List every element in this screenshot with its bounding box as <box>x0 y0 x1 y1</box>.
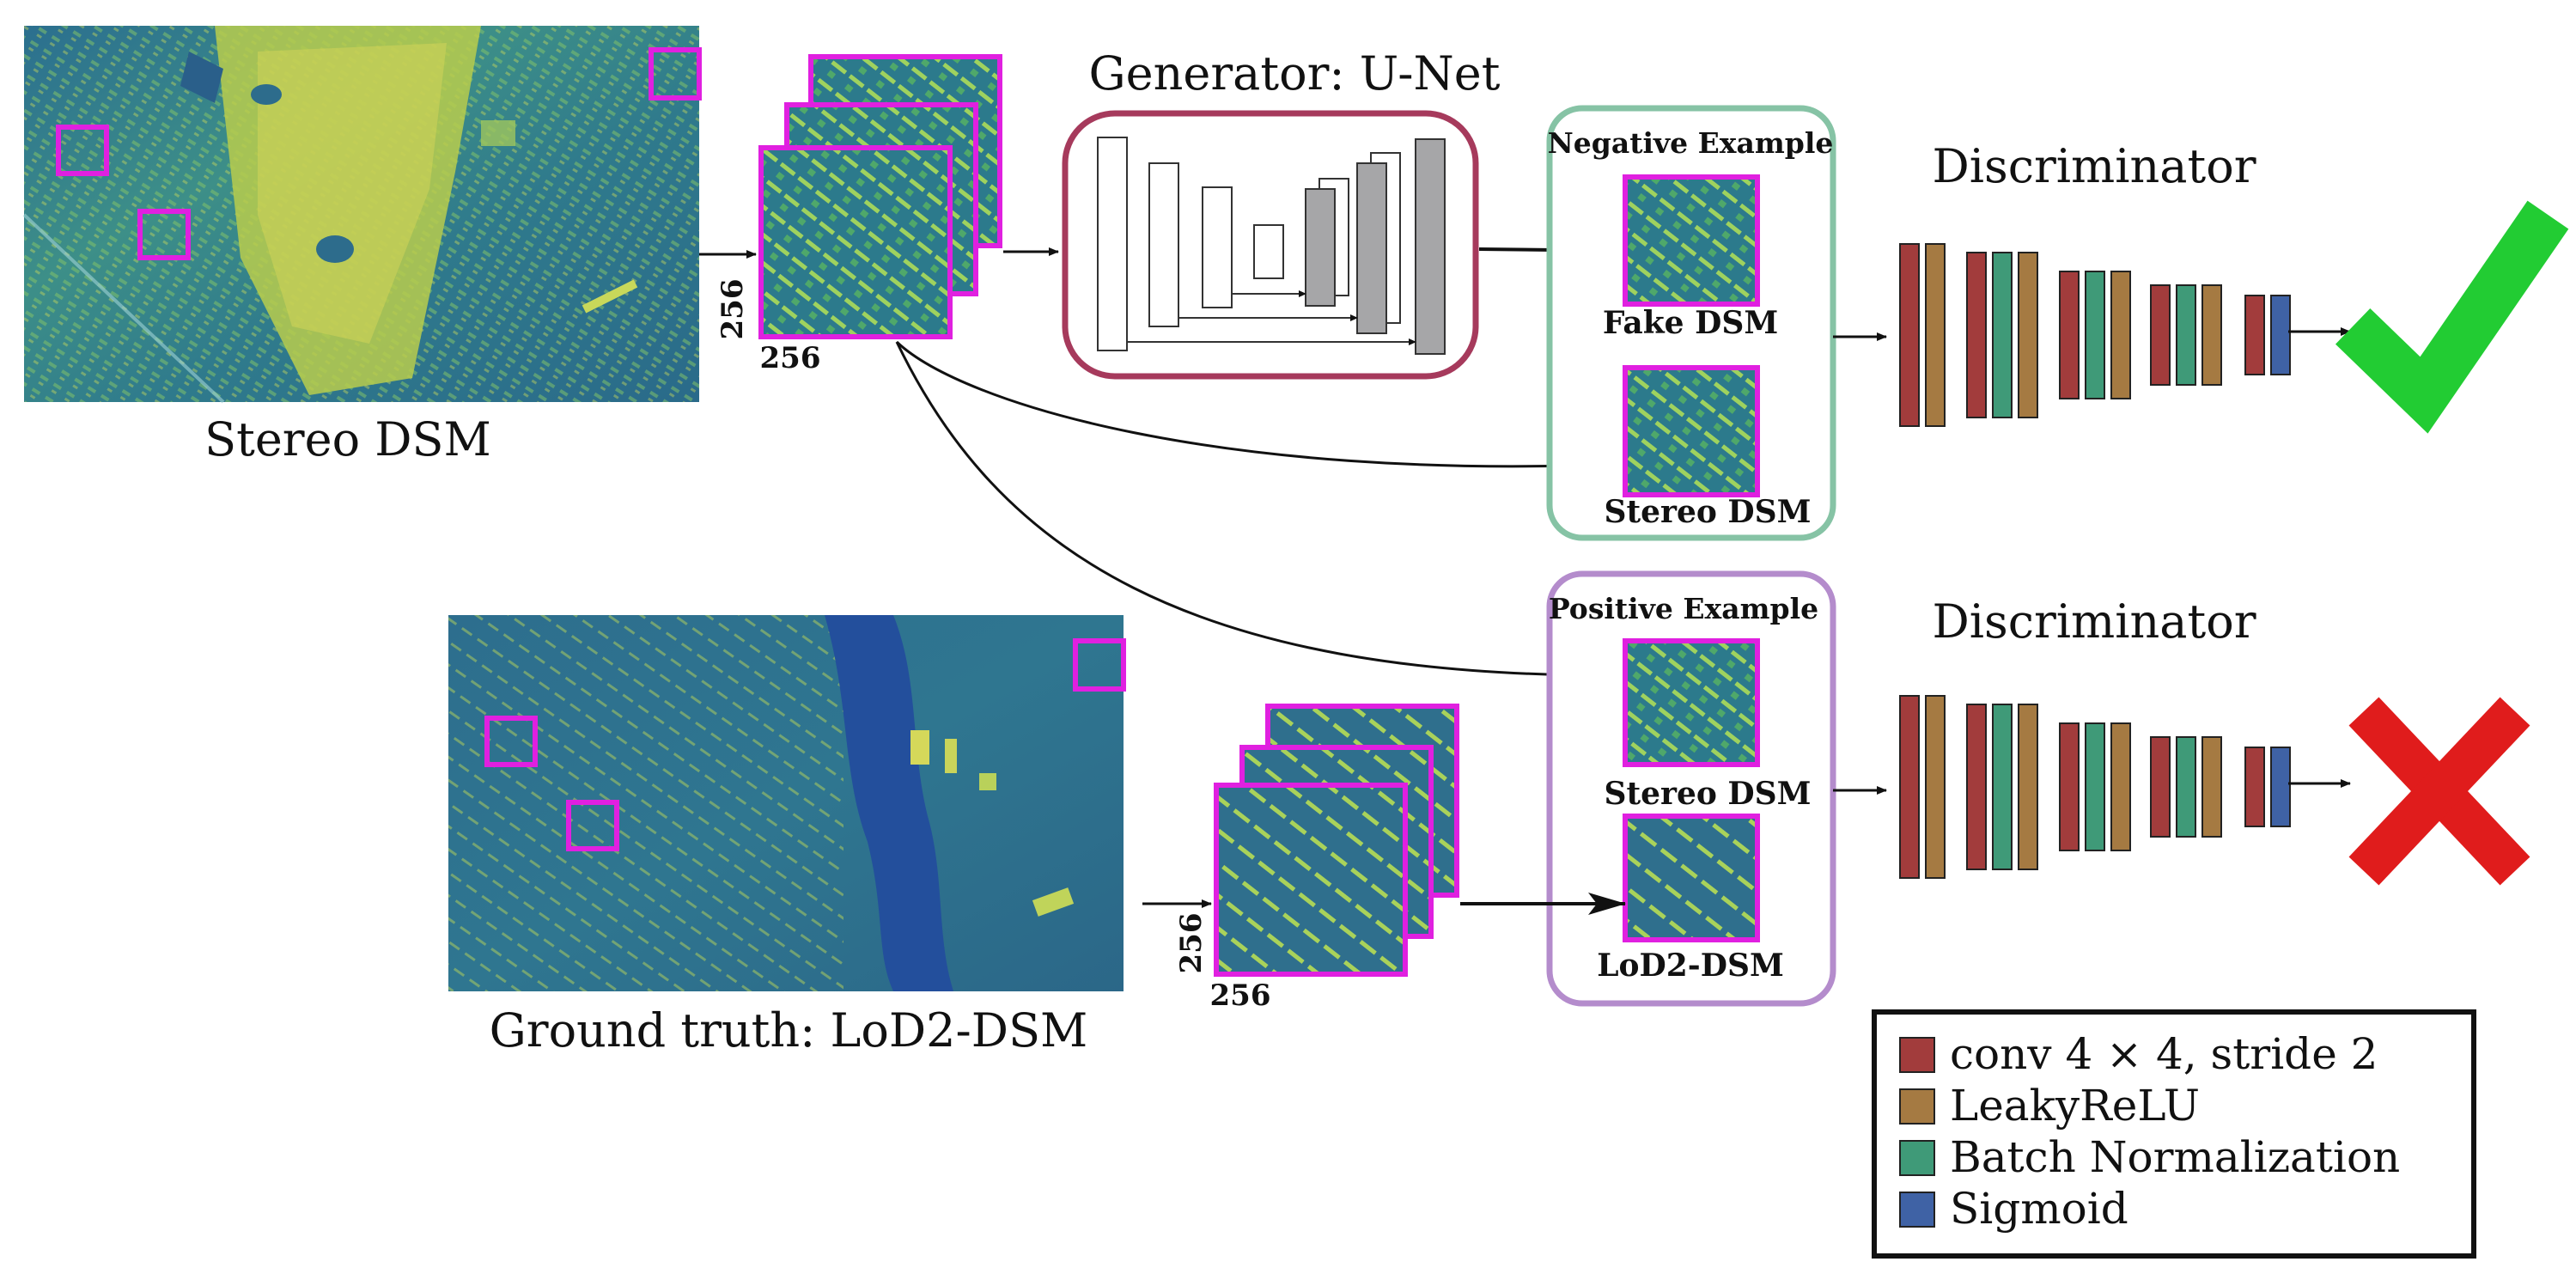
discriminator-layer <box>1992 704 2013 870</box>
discriminator-layer <box>2150 284 2171 386</box>
discriminator-layer <box>2244 747 2265 827</box>
discriminator-layer <box>2201 736 2222 838</box>
discriminator-layer <box>2201 284 2222 386</box>
stereo-dsm-label: Stereo DSM <box>1604 776 1811 812</box>
arrow <box>895 340 1626 469</box>
patch-marker <box>566 800 619 851</box>
patch-width-label: 256 <box>1210 978 1271 1013</box>
patch-width-label: 256 <box>760 341 821 375</box>
generator-title: Generator: U-Net <box>1089 46 1501 101</box>
stereo-dsm-patch <box>1623 365 1760 497</box>
ground-truth-image <box>448 615 1126 991</box>
cross-icon <box>2348 697 2530 886</box>
discriminator-layer <box>1925 695 1946 879</box>
arrow <box>895 341 1626 680</box>
discriminator-layer <box>1925 243 1946 427</box>
bottom-patch-stack <box>1214 704 1459 977</box>
legend-swatch <box>1899 1088 1935 1125</box>
discriminator-layer <box>2270 747 2291 827</box>
discriminator-title-bottom: Discriminator <box>1932 594 2256 649</box>
check-icon <box>2335 200 2569 434</box>
discriminator-layer <box>2059 722 2080 851</box>
legend-label: LeakyReLU <box>1950 1081 2200 1131</box>
fake-dsm-label: Fake DSM <box>1603 305 1778 341</box>
legend-label: conv 4 × 4, stride 2 <box>1950 1029 2378 1079</box>
patch-marker <box>484 716 538 767</box>
legend-label: Batch Normalization <box>1950 1132 2400 1182</box>
discriminator-title-top: Discriminator <box>1932 139 2256 193</box>
ground-truth-caption: Ground truth: LoD2-DSM <box>490 1003 1088 1058</box>
discriminator-layer <box>1899 695 1920 879</box>
legend-label: Sigmoid <box>1950 1184 2128 1234</box>
fake-dsm-patch <box>1623 174 1760 307</box>
discriminator-layer <box>2176 736 2196 838</box>
discriminator-layer <box>2110 271 2131 399</box>
lod2-dsm-patch <box>1623 814 1760 942</box>
patch-marker <box>1073 638 1126 692</box>
lod2-dsm-label: LoD2-DSM <box>1597 948 1784 984</box>
discriminator-layer <box>2110 722 2131 851</box>
patch-marker <box>137 209 191 260</box>
discriminator-layer <box>2085 271 2105 399</box>
discriminator-layer <box>2085 722 2105 851</box>
discriminator-layer <box>2150 736 2171 838</box>
discriminator-layer <box>1966 704 1987 870</box>
unet-generator <box>1062 110 1479 380</box>
discriminator-layer <box>2244 295 2265 375</box>
discriminator-bottom <box>1899 695 2291 879</box>
discriminator-top <box>1899 243 2291 427</box>
discriminator-layer <box>2018 704 2038 870</box>
stereo-dsm-patch <box>1623 638 1760 767</box>
discriminator-layer <box>1966 252 1987 418</box>
discriminator-layer <box>2059 271 2080 399</box>
discriminator-layer <box>1899 243 1920 427</box>
patch-height-label: 256 <box>716 279 750 340</box>
negative-example-box <box>1546 105 1836 541</box>
stereo-dsm-image <box>22 26 702 404</box>
negative-example-label: Negative Example <box>1548 126 1834 160</box>
legend-swatch <box>1899 1140 1935 1176</box>
stereo-dsm-label: Stereo DSM <box>1604 494 1811 530</box>
positive-example-label: Positive Example <box>1549 592 1818 625</box>
discriminator-layer <box>1992 252 2013 418</box>
discriminator-layer <box>2018 252 2038 418</box>
discriminator-layer <box>2176 284 2196 386</box>
top-patch-stack <box>758 54 1002 339</box>
patch-height-label: 256 <box>1174 913 1209 974</box>
patch-marker <box>56 125 109 176</box>
discriminator-layer <box>2270 295 2291 375</box>
legend-swatch <box>1899 1192 1935 1228</box>
legend-swatch <box>1899 1037 1935 1073</box>
stereo-dsm-caption: Stereo DSM <box>204 412 491 466</box>
patch-marker <box>649 47 702 101</box>
